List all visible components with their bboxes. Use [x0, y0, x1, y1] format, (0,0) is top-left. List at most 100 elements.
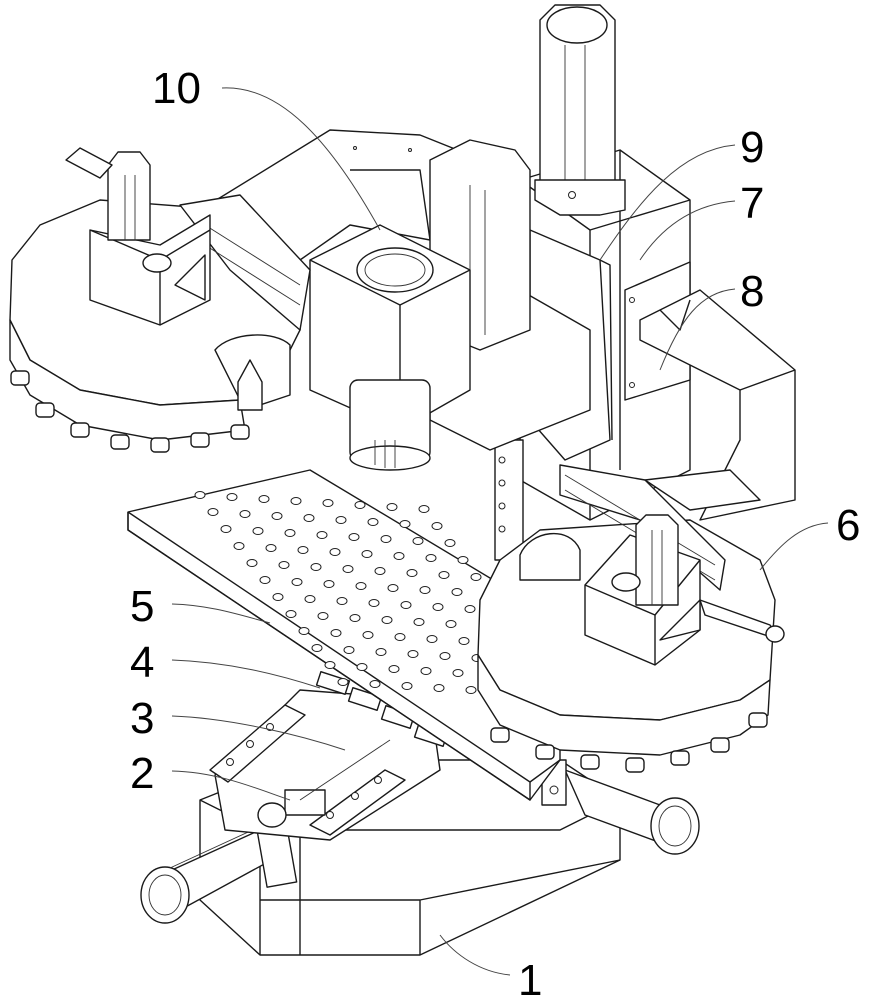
tool-pocket [190, 432, 210, 448]
table-hole [246, 559, 258, 567]
table-hole [304, 595, 316, 603]
table-hole [433, 684, 445, 692]
tool-pocket [35, 402, 55, 418]
table-hole [348, 533, 360, 541]
left-tool-magazine [9, 147, 311, 453]
tool-pocket [230, 424, 250, 440]
table-hole [298, 627, 310, 635]
callout-7: 7 [740, 179, 764, 228]
table-hole [470, 573, 482, 581]
table-hole [317, 612, 329, 620]
table-hole [329, 548, 341, 556]
callout-2: 2 [130, 749, 154, 798]
table-hole [367, 518, 379, 526]
tool-pocket [580, 754, 600, 770]
table-hole [297, 546, 309, 554]
callout-4: 4 [130, 638, 154, 687]
support-arm [624, 261, 796, 521]
table-hole [356, 663, 368, 671]
table-hole [272, 593, 284, 601]
leader-10 [221, 87, 381, 231]
callout-9: 9 [740, 123, 764, 172]
callout-5: 5 [130, 582, 154, 631]
leader-6 [759, 522, 829, 571]
table-hole [323, 580, 335, 588]
table-hole [271, 512, 283, 520]
callout-3: 3 [130, 694, 154, 743]
table-hole [354, 501, 366, 509]
leader-4 [171, 659, 321, 689]
table-hole [425, 554, 437, 562]
table-hole [393, 552, 405, 560]
tool-pocket [490, 727, 510, 743]
leader-8 [659, 288, 736, 371]
table-hole [412, 537, 424, 545]
table-hole [343, 646, 355, 654]
table-hole [452, 669, 464, 677]
spindle-head [309, 224, 471, 471]
callout-8: 8 [740, 267, 764, 316]
table-hole [342, 565, 354, 573]
tool-pocket [625, 757, 645, 773]
table-hole [407, 650, 419, 658]
right-tool-magazine [477, 464, 785, 773]
z-axis-cylinder [534, 4, 626, 216]
table-hole [259, 576, 271, 584]
table-hole [431, 522, 443, 530]
table-hole [337, 678, 349, 686]
table-hole [265, 544, 277, 552]
tool-pocket [748, 712, 768, 728]
callout-10: 10 [152, 64, 201, 113]
table-hole [335, 516, 347, 524]
tool-pocket [110, 434, 130, 450]
table-hole [419, 586, 431, 594]
table-hole [336, 597, 348, 605]
table-hole [322, 499, 334, 507]
table-hole [361, 550, 373, 558]
table-hole [451, 588, 463, 596]
tool-pocket [150, 437, 170, 453]
table-sliders [315, 671, 449, 747]
leader-7 [639, 200, 736, 261]
table-hole [285, 610, 297, 618]
table-hole [457, 556, 469, 564]
table-hole [413, 618, 425, 626]
table-hole [387, 584, 399, 592]
table-hole [207, 508, 219, 516]
leader-5 [171, 603, 271, 624]
table-hole [316, 531, 328, 539]
tool-pocket [710, 737, 730, 753]
table-hole [458, 637, 470, 645]
table-hole [375, 648, 387, 656]
leader-9 [599, 144, 736, 261]
table-hole [418, 505, 430, 513]
table-hole [400, 601, 412, 609]
callout-6: 6 [836, 501, 860, 550]
table-hole [349, 614, 361, 622]
table-hole [406, 569, 418, 577]
table-hole [258, 495, 270, 503]
leader-2 [171, 770, 291, 801]
leader-1 [439, 934, 511, 976]
table-hole [303, 514, 315, 522]
tool-pocket [535, 744, 555, 760]
table-hole [252, 527, 264, 535]
table-hole [369, 680, 381, 688]
table-hole [464, 605, 476, 613]
callout-1: 1 [518, 956, 542, 1000]
table-hole [233, 542, 245, 550]
table-hole [380, 535, 392, 543]
table-hole [445, 620, 457, 628]
table-hole [311, 644, 323, 652]
table-hole [239, 510, 251, 518]
table-hole [465, 686, 477, 694]
leader-3 [171, 715, 346, 751]
x-axis-cylinder [140, 821, 298, 924]
table-hole [324, 661, 336, 669]
table-hole [381, 616, 393, 624]
table-hole [290, 497, 302, 505]
table-hole [362, 631, 374, 639]
right-tool-pockets [490, 712, 768, 773]
table-hole [291, 578, 303, 586]
